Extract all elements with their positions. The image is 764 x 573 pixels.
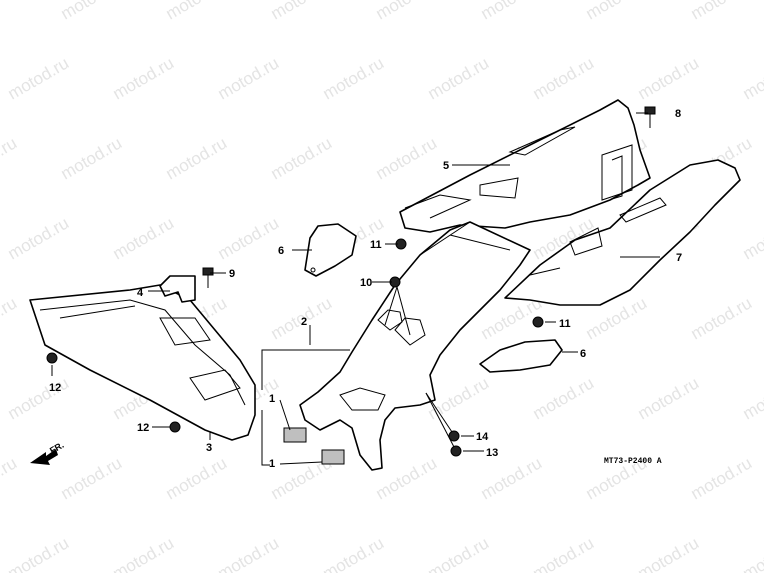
callout-10: 10 (360, 277, 372, 289)
callout-1-lower: 1 (269, 458, 275, 470)
watermark-text: motod.ru (58, 133, 126, 183)
watermark-text: motod.ru (163, 133, 231, 183)
watermark-text: motod.ru (110, 213, 178, 263)
part-12-nut-bottom (169, 421, 181, 433)
watermark-text: motod.ru (58, 0, 126, 23)
watermark-text: motod.ru (635, 533, 703, 573)
direction-label: FR. (48, 440, 66, 456)
watermark-text: motod.ru (5, 213, 73, 263)
watermark-text: motod.ru (583, 0, 651, 23)
watermark-text: motod.ru (425, 533, 493, 573)
watermark-text: motod.ru (478, 0, 546, 23)
part-5-upper-cover (399, 99, 651, 233)
callout-11-upper: 11 (370, 239, 382, 251)
callout-11-lower: 11 (559, 318, 571, 330)
callout-2: 2 (301, 316, 307, 328)
watermark-text: motod.ru (0, 133, 20, 183)
watermark-text: motod.ru (740, 373, 764, 423)
watermark-text: motod.ru (740, 53, 764, 103)
watermark-text: motod.ru (530, 373, 598, 423)
watermark-text: motod.ru (530, 53, 598, 103)
callout-6-upper: 6 (278, 245, 284, 257)
callout-5: 5 (443, 160, 449, 172)
callout-12-bottom: 12 (137, 422, 149, 434)
leader-lines (51, 112, 660, 466)
part-11-nut-lower (532, 316, 544, 328)
watermark-text: motod.ru (373, 453, 441, 503)
part-6-lower-plate (479, 339, 563, 373)
watermark-text: motod.ru (373, 133, 441, 183)
watermark-text: motod.ru (688, 293, 756, 343)
part-14-collar (448, 430, 460, 442)
part-7-right-cover (504, 159, 741, 306)
part-9-bolt-head (202, 267, 214, 276)
callouts: 1 1 2 3 4 5 6 6 7 8 9 10 11 11 12 12 13 … (49, 108, 682, 470)
watermark-text: motod.ru (163, 453, 231, 503)
watermark-text: motod.ru (110, 533, 178, 573)
watermark-text: motod.ru (110, 53, 178, 103)
watermark-text: motod.ru (688, 453, 756, 503)
diagram-code: MT73-P2400 A (604, 457, 662, 466)
watermark-text: motod.ru (0, 0, 20, 23)
callout-14: 14 (476, 431, 489, 443)
watermark-text: motod.ru (268, 0, 336, 23)
watermark-text: motod.ru (0, 453, 20, 503)
callout-1-upper: 1 (269, 393, 275, 405)
callout-6-lower: 6 (580, 348, 586, 360)
part-4-bracket (159, 275, 196, 303)
part-1-rubber-lower (321, 449, 345, 465)
part-13-washer (450, 445, 462, 457)
callout-4: 4 (137, 287, 144, 299)
watermark-text: motod.ru (5, 53, 73, 103)
watermark-text: motod.ru (425, 53, 493, 103)
watermark-text: motod.ru (530, 533, 598, 573)
watermark-text: motod.ru (5, 533, 73, 573)
watermark-text: motod.ru (635, 53, 703, 103)
watermark-text: motod.ru (320, 533, 388, 573)
watermark-text: motod.ru (740, 213, 764, 263)
front-direction-arrow: FR. (30, 440, 66, 465)
arrow-icon (30, 449, 58, 465)
watermark-text: motod.ru (268, 133, 336, 183)
watermark-text: motod.ru (635, 373, 703, 423)
callout-13: 13 (486, 447, 498, 459)
watermark-text: motod.ru (215, 53, 283, 103)
callout-9: 9 (229, 268, 235, 280)
watermark-text: motod.ru (320, 53, 388, 103)
callout-12-left: 12 (49, 382, 61, 394)
watermark-text: motod.ru (373, 0, 441, 23)
part-1-rubber-upper (283, 427, 307, 443)
watermark-text: motod.ru (215, 533, 283, 573)
watermark-text: motod.ru (740, 533, 764, 573)
watermark-text: motod.ru (163, 0, 231, 23)
callout-3: 3 (206, 442, 212, 454)
watermark-text: motod.ru (58, 453, 126, 503)
callout-7: 7 (676, 252, 682, 264)
watermark-text: motod.ru (215, 213, 283, 263)
part-12-nut-left (46, 352, 58, 364)
part-2-center-frame (299, 221, 531, 471)
callout-8: 8 (675, 108, 681, 120)
part-6-upper-plate (304, 223, 357, 277)
fasteners (46, 106, 656, 457)
watermark-text: motod.ru (478, 453, 546, 503)
watermark-text: motod.ru (0, 293, 20, 343)
part-6-upper-hole (310, 267, 316, 273)
watermark-text: motod.ru (688, 0, 756, 23)
watermark-text: motod.ru (5, 373, 73, 423)
